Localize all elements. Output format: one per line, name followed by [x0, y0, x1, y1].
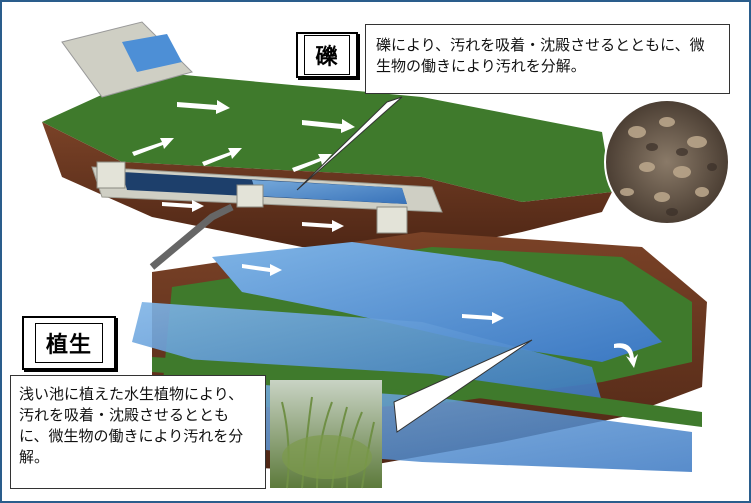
channel-block-right — [376, 206, 408, 234]
gravel-callout-pointer — [296, 96, 403, 191]
surface-flow-arrows — [132, 100, 355, 232]
gravel-bed-water — [252, 180, 407, 204]
flow-arrow-icon — [242, 264, 282, 276]
flow-arrow-icon — [162, 200, 204, 212]
vegetation-label-text: 植生 — [34, 323, 103, 363]
gravel-label: 礫 — [296, 32, 358, 78]
inlet-water — [122, 34, 182, 72]
reed-photo — [270, 380, 382, 489]
outlet-pipe — [149, 203, 234, 270]
vegetation-label: 植生 — [22, 316, 116, 370]
flow-arrow-icon — [292, 154, 332, 172]
channel-block-middle — [236, 184, 264, 208]
flow-arrow-icon — [202, 148, 242, 166]
flow-arrow-icon — [302, 119, 355, 133]
pond-water-middle — [132, 302, 602, 402]
gravel-callout-text: 礫により、汚れを吸着・沈殿させるとともに、微生物の働きにより汚れを分解。 — [376, 36, 705, 75]
vegetation-callout: 浅い池に植えた水生植物により、汚れを吸着・沈殿させるとともに、微生物の働きにより… — [10, 375, 266, 489]
flow-arrow-icon — [614, 343, 638, 368]
pond-flow-arrows — [242, 264, 638, 368]
pond-water-upper — [212, 242, 662, 362]
vegetation-callout-text: 浅い池に植えた水生植物により、汚れを吸着・沈殿させるとともに、微生物の働きにより… — [19, 385, 244, 466]
gravel-photo — [604, 99, 730, 225]
flow-arrow-icon — [177, 100, 230, 114]
flow-arrow-icon — [132, 138, 174, 156]
gravel-callout: 礫により、汚れを吸着・沈殿させるとともに、微生物の働きにより汚れを分解。 — [365, 24, 730, 94]
vegetation-callout-pointer — [393, 339, 533, 433]
gravel-facility — [42, 21, 612, 270]
channel-block-left — [96, 161, 126, 189]
flow-arrow-icon — [302, 220, 344, 232]
gravel-label-text: 礫 — [304, 35, 350, 75]
flow-arrow-icon — [462, 312, 504, 324]
planted-strip — [152, 357, 702, 427]
